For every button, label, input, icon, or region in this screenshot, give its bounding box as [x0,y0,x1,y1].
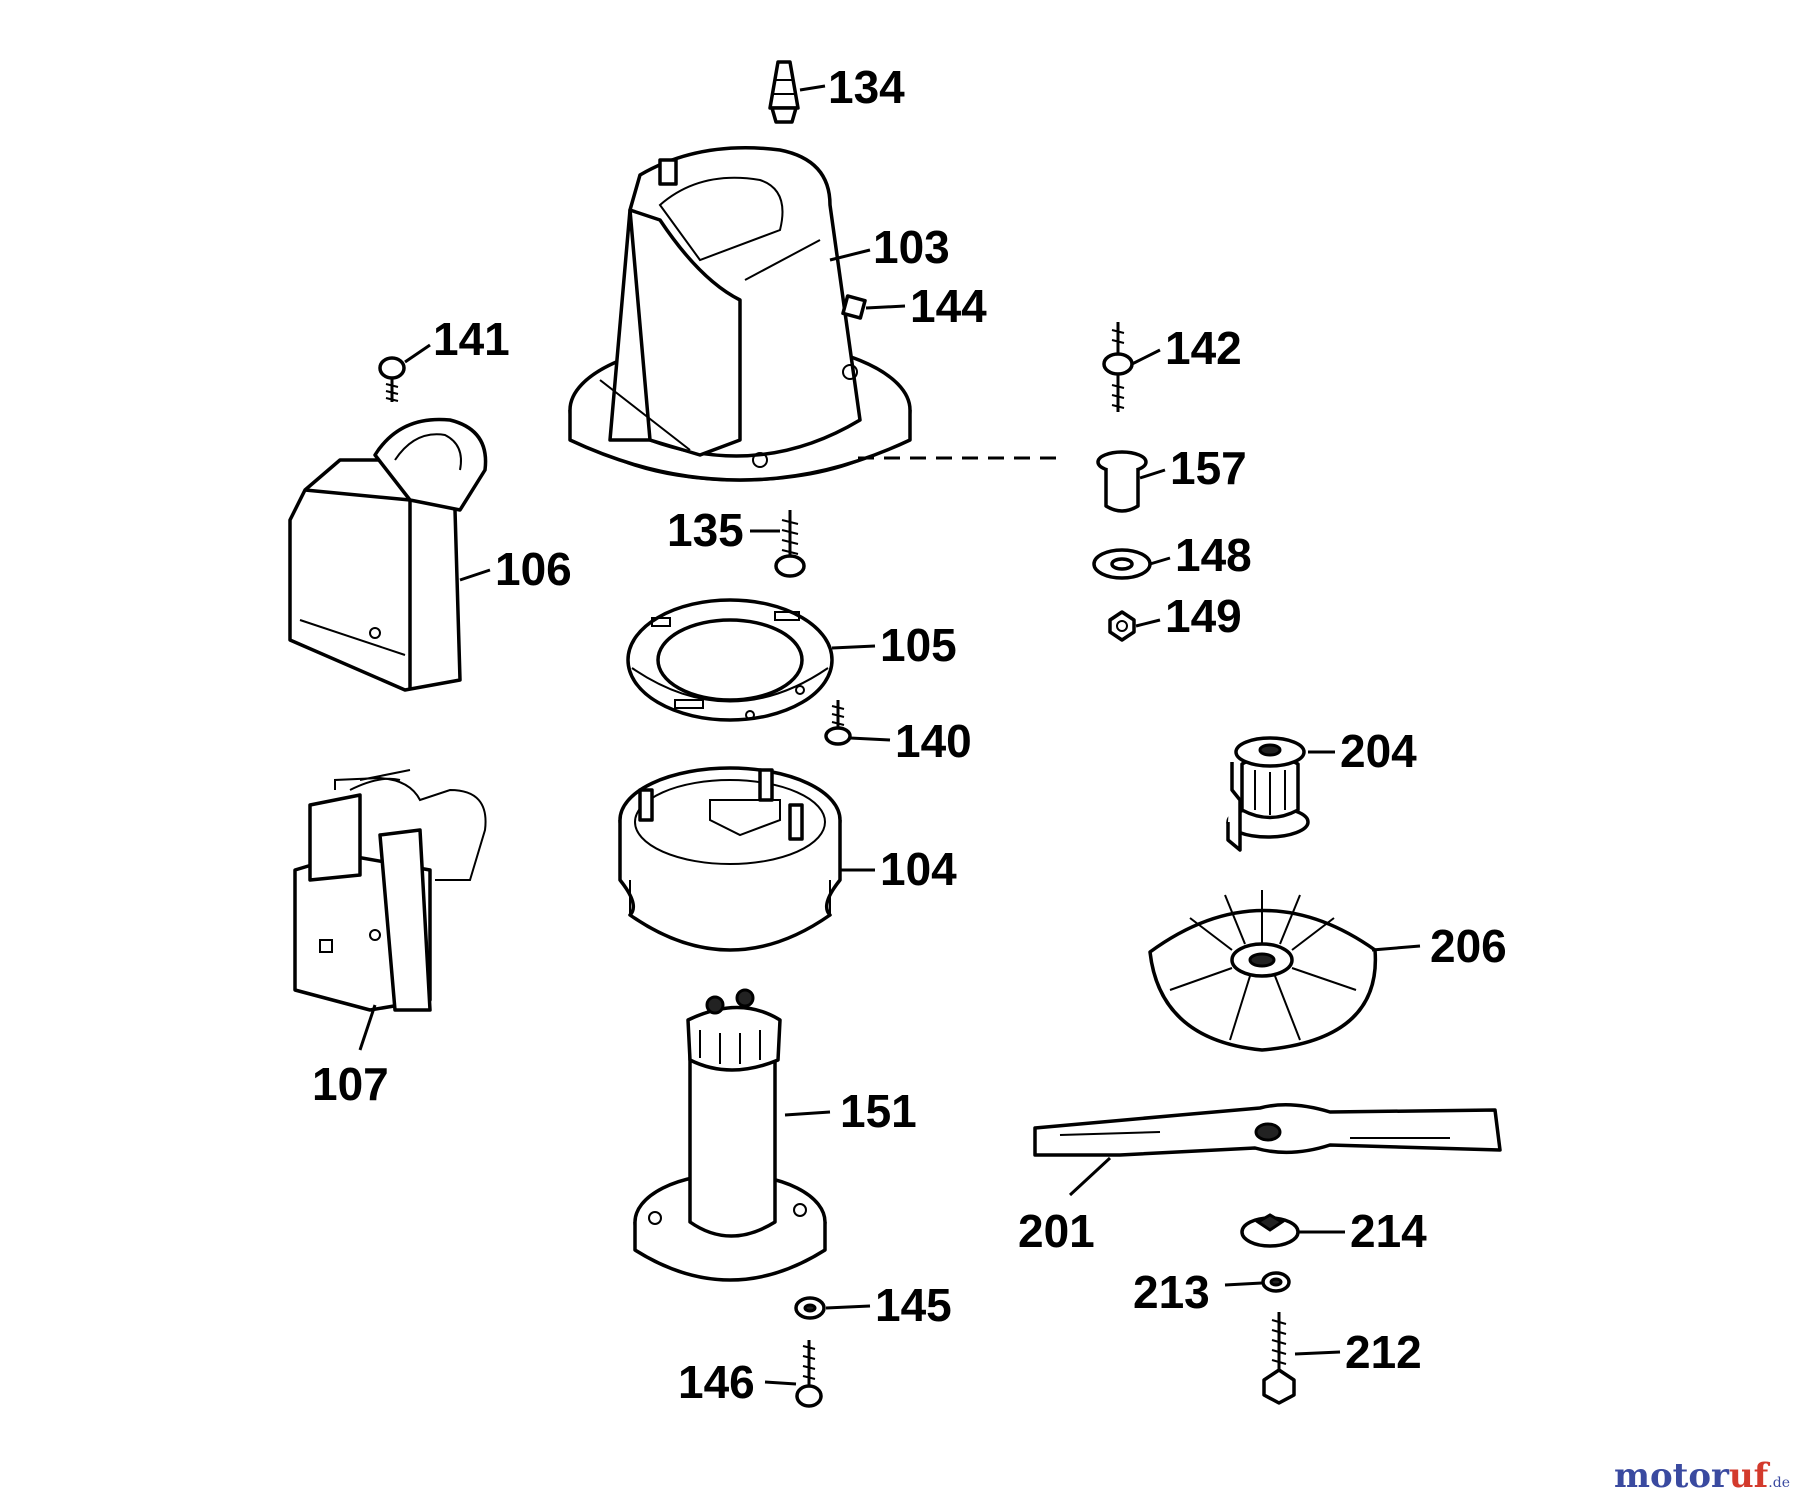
part-157-drawing [1096,450,1148,513]
label-204: 204 [1340,725,1417,777]
leader-146 [764,1380,797,1386]
label-105: 105 [880,619,957,671]
label-144: 144 [910,280,987,332]
part-213-drawing [1261,1271,1291,1293]
part-206-drawing [1148,890,1378,1052]
leader-213 [1224,1281,1263,1287]
watermark-brand-a: motor [1613,1456,1729,1496]
label-142: 142 [1165,322,1242,374]
leader-144 [865,304,906,310]
watermark-brand-b: uf [1728,1456,1769,1496]
label-157: 157 [1170,442,1247,494]
part-146-drawing [795,1340,823,1408]
watermark-suffix: .de [1768,1475,1790,1491]
leader-149 [1135,618,1161,628]
leader-105 [831,644,876,650]
label-104: 104 [880,843,957,895]
label-148: 148 [1175,529,1252,581]
part-212-drawing [1262,1312,1296,1405]
part-135-drawing [774,510,806,578]
part-142-drawing [1102,322,1134,412]
label-201: 201 [1018,1205,1095,1257]
label-213: 213 [1133,1266,1210,1318]
leader-145 [825,1304,871,1310]
part-145-drawing [794,1296,826,1320]
part-104-drawing [618,766,842,952]
leader-212 [1294,1350,1341,1356]
part-103-drawing [568,146,912,482]
leader-151 [784,1110,831,1117]
leader-157 [1139,468,1166,480]
site-watermark: motoruf.de [1614,1456,1790,1496]
leader-206 [1371,944,1421,952]
leader-lines [358,84,1421,1386]
part-148-drawing [1092,548,1152,580]
label-103: 103 [873,221,950,273]
label-134: 134 [828,61,905,113]
label-212: 212 [1345,1326,1422,1378]
part-106-drawing [288,417,488,692]
leader-201 [1068,1156,1112,1197]
label-141: 141 [433,313,510,365]
part-201-drawing [1033,1103,1502,1157]
label-206: 206 [1430,920,1507,972]
label-151: 151 [840,1085,917,1137]
part-labels: 134 103 144 141 142 157 135 106 148 149 … [312,61,1507,1408]
part-214-drawing [1240,1213,1300,1248]
part-141-drawing [378,356,406,402]
label-214: 214 [1350,1205,1427,1257]
part-105-drawing [626,598,834,722]
leader-142 [1131,348,1161,366]
label-140: 140 [895,715,972,767]
label-107: 107 [312,1058,389,1110]
part-140-drawing [824,700,852,746]
label-135: 135 [667,504,744,556]
leader-148 [1149,556,1171,566]
part-107-drawing [293,769,487,1012]
leader-140 [849,736,891,742]
label-149: 149 [1165,590,1242,642]
part-151-drawing [633,988,827,1282]
label-106: 106 [495,543,572,595]
part-134-drawing [768,60,800,124]
leader-141 [404,343,431,364]
leader-107 [358,1004,377,1051]
label-146: 146 [678,1356,755,1408]
leader-106 [459,568,491,582]
part-204-drawing [1226,736,1310,852]
leader-103 [829,248,871,262]
leader-134 [799,84,826,92]
label-145: 145 [875,1279,952,1331]
part-149-drawing [1108,610,1136,642]
part-144-drawing [841,294,867,320]
